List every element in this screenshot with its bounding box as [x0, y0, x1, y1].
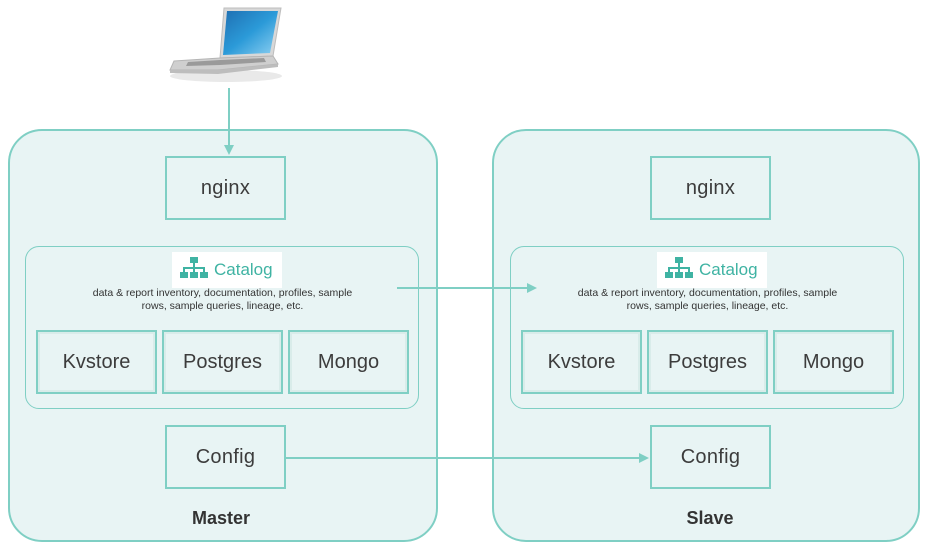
- slave-catalog-description: data & report inventory, documentation, …: [555, 287, 860, 313]
- master-nginx-box: nginx: [165, 156, 286, 220]
- master-config-box: Config: [165, 425, 286, 489]
- master-nginx-label: nginx: [200, 176, 251, 199]
- slave-config-label: Config: [680, 445, 741, 468]
- slave-kvstore-box: Kvstore: [521, 330, 642, 394]
- master-config-label: Config: [195, 445, 256, 468]
- slave-postgres-box: Postgres: [647, 330, 768, 394]
- laptop-icon: [168, 6, 286, 86]
- slave-nginx-box: nginx: [650, 156, 771, 220]
- slave-catalog-badge: Catalog: [657, 252, 767, 288]
- master-kvstore-label: Kvstore: [62, 350, 131, 373]
- slave-label: Slave: [686, 508, 734, 528]
- slave-nginx-label: nginx: [685, 176, 736, 199]
- slave-catalog-title: Catalog: [699, 260, 758, 279]
- master-catalog-badge: Catalog: [172, 252, 282, 288]
- slave-postgres-label: Postgres: [668, 350, 747, 373]
- master-catalog-title: Catalog: [214, 260, 273, 279]
- master-catalog-desc-line1: data & report inventory, documentation, …: [92, 287, 353, 299]
- master-catalog-desc-line2: rows, sample queries, lineage, etc.: [141, 300, 304, 312]
- master-kvstore-box: Kvstore: [36, 330, 157, 394]
- master-catalog-description: data & report inventory, documentation, …: [70, 287, 375, 313]
- master-mongo-box: Mongo: [288, 330, 409, 394]
- master-mongo-label: Mongo: [317, 350, 380, 373]
- slave-kvstore-label: Kvstore: [547, 350, 616, 373]
- slave-catalog-desc-line2: rows, sample queries, lineage, etc.: [626, 300, 789, 312]
- master-postgres-box: Postgres: [162, 330, 283, 394]
- hierarchy-icon: [180, 256, 208, 285]
- hierarchy-icon: [665, 256, 693, 285]
- slave-config-box: Config: [650, 425, 771, 489]
- master-label: Master: [191, 508, 251, 528]
- master-postgres-label: Postgres: [183, 350, 262, 373]
- slave-mongo-label: Mongo: [802, 350, 865, 373]
- slave-mongo-box: Mongo: [773, 330, 894, 394]
- slave-catalog-desc-line1: data & report inventory, documentation, …: [577, 287, 838, 299]
